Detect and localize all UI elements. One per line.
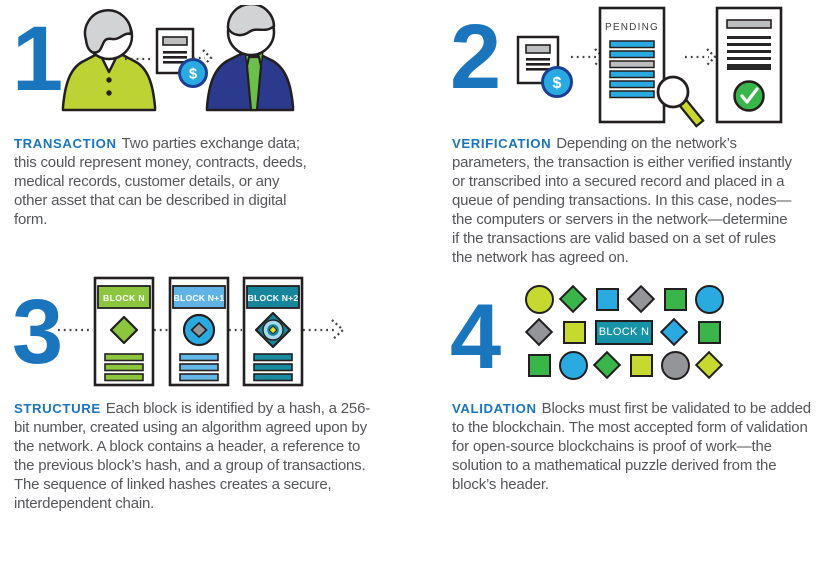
green-square-icon [527, 353, 551, 377]
blue-square-icon [595, 287, 619, 311]
step-2-number: 2 [450, 6, 501, 108]
svg-text:$: $ [189, 66, 198, 83]
validation-shape-grid: BLOCK N [524, 284, 724, 383]
gray-diamond-icon [626, 284, 656, 314]
step-4-number: 4 [450, 286, 501, 388]
green-square-holder [660, 284, 690, 314]
lime-diamond-holder [694, 350, 724, 380]
transaction-label: TRANSACTION [14, 136, 117, 151]
shape-row [524, 284, 724, 314]
lime-circle-holder [524, 284, 554, 314]
lime-square-holder [560, 317, 590, 347]
verification-text: Depending on the network’s parameters, t… [452, 135, 792, 266]
woman-hair [83, 9, 133, 54]
green-diamond-icon [558, 284, 588, 314]
dotted-arrow [571, 48, 605, 66]
green-square-holder [524, 350, 554, 380]
gray-diamond-icon [524, 317, 554, 347]
svg-text:$: $ [553, 75, 562, 92]
blue-diamond-holder [659, 317, 689, 347]
blue-circle-holder [694, 284, 724, 314]
pending-label: PENDING [605, 22, 659, 33]
validation-label: VALIDATION [452, 401, 537, 416]
block-n2: BLOCK N+2 [242, 276, 304, 387]
man-hair [226, 5, 276, 37]
block-n: BLOCK N [93, 276, 155, 387]
block-n-tag-holder: BLOCK N [595, 317, 653, 347]
gray-circle-holder [660, 350, 690, 380]
dollar-badge-icon: $ [178, 58, 208, 88]
step-3-number: 3 [12, 281, 63, 383]
gray-circle-icon [660, 350, 690, 380]
verified-record [715, 6, 783, 124]
block-n-label: BLOCK N [103, 293, 145, 303]
block-n1-label: BLOCK N+1 [174, 293, 225, 303]
block-n1: BLOCK N+1 [168, 276, 230, 387]
shape-row: BLOCK N [524, 317, 724, 347]
blue-diamond-icon [659, 317, 688, 347]
verification-label: VERIFICATION [452, 136, 552, 151]
gray-diamond-holder [626, 284, 656, 314]
man-figure [205, 5, 295, 112]
shape-row [524, 350, 724, 380]
lime-square-icon [629, 353, 653, 377]
document-icon: $ [516, 35, 573, 98]
green-diamond-icon [109, 315, 139, 345]
green-square-icon [663, 287, 687, 311]
validation-text: Blocks must first be validated to be add… [452, 400, 811, 493]
magnifier-icon [656, 75, 705, 128]
structure-label: STRUCTURE [14, 401, 101, 416]
pending-queue: PENDING [598, 6, 666, 124]
lime-circle-icon [524, 284, 554, 314]
green-diamond-icon [592, 350, 622, 380]
lime-square-icon [563, 320, 586, 344]
dotted-arrow [685, 48, 717, 66]
block-n-tag: BLOCK N [595, 319, 653, 345]
woman-figure [61, 9, 157, 112]
tie [245, 55, 263, 112]
green-diamond-holder [558, 284, 588, 314]
lime-square-holder [626, 350, 656, 380]
green-square-holder [694, 317, 724, 347]
dotted-arrow [125, 49, 213, 67]
structure-illustration: BLOCK N BLOCK N+1 [58, 276, 345, 387]
transaction-text: Two parties exchange data; this could re… [14, 135, 307, 228]
transaction-illustration: $ [61, 5, 295, 112]
blue-circle-icon [558, 350, 588, 380]
blue-square-holder [592, 284, 622, 314]
block-n2-label: BLOCK N+2 [248, 293, 299, 303]
green-diamond-holder [592, 350, 622, 380]
check-circle-icon [733, 80, 765, 112]
document-icon: $ [155, 27, 208, 88]
teal-diamond-target-icon [254, 311, 292, 349]
blue-circle-holder [558, 350, 588, 380]
blue-circle-icon [694, 284, 724, 314]
dollar-badge-icon: $ [541, 66, 573, 98]
lime-diamond-icon [694, 350, 724, 380]
step-1-number: 1 [12, 8, 63, 110]
gray-diamond-holder [524, 317, 554, 347]
structure-text: Each block is identified by a hash, a 25… [14, 400, 371, 512]
blue-circle-diamond-icon [182, 313, 216, 347]
green-square-icon [697, 320, 721, 344]
dotted-chain-line [58, 319, 345, 341]
verification-illustration: $ PENDING [516, 6, 783, 128]
